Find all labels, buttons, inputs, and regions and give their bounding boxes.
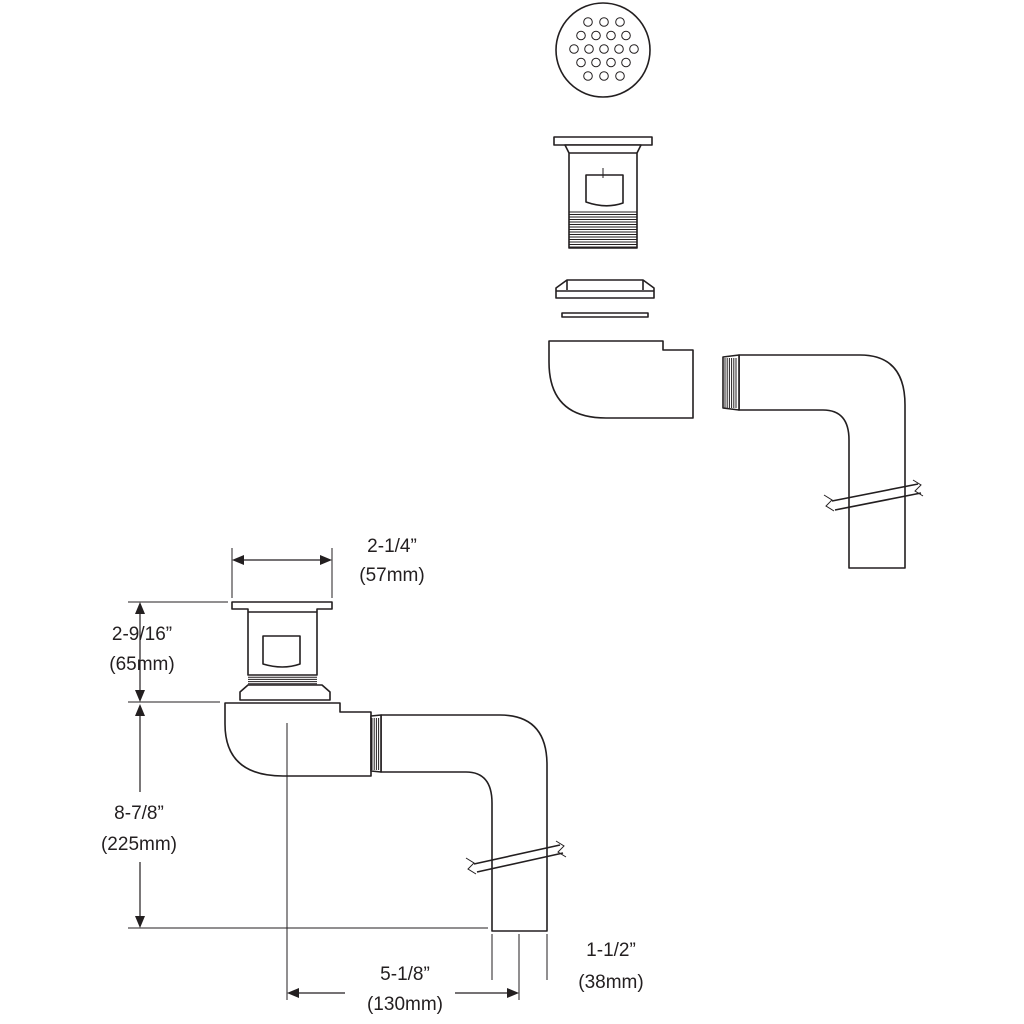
strainer-hole [606,30,616,41]
dimension-horizontal-offset: 5-1/8” (130mm) [287,934,520,1015]
washer [555,279,655,318]
strainer-hole [615,17,625,27]
drain-body [548,340,694,419]
strainer-body [553,136,653,249]
assembled-elbow [370,714,567,932]
strainer-hole [591,57,601,68]
offset-metric: (130mm) [367,994,443,1015]
assembled-threads [248,674,317,685]
strainer-holes [569,17,639,81]
strainer-hole [615,71,625,81]
assembled-elbow-threads [371,718,380,770]
strainer-hole [576,57,586,68]
strainer-hole [583,17,593,27]
overall-height-metric: (225mm) [101,834,177,855]
assembled-view [224,601,567,1000]
elbow-tailpiece [722,354,924,569]
offset-imperial: 5-1/8” [380,964,430,985]
overall-height-imperial: 8-7/8” [114,803,164,824]
grid-width-imperial: 2-1/4” [367,536,417,557]
strainer-hole [599,44,609,54]
strainer-hole [606,57,616,68]
strainer-hole [569,44,579,54]
dimension-tailpiece-diameter: 1-1/2” (38mm) [491,934,644,993]
assembled-body [224,702,372,777]
dimension-grid-width: 2-1/4” (57mm) [231,536,425,598]
strainer-hole [629,44,639,54]
strainer-hole [621,30,631,41]
assembled-strainer [231,601,333,701]
exploded-view [548,2,924,569]
dimension-strainer-height: 2-9/16” (65mm) [109,601,228,703]
tailpiece-metric: (38mm) [578,972,643,993]
strainer-hole [599,17,609,27]
dimension-overall-height: 8-7/8” (225mm) [80,704,488,929]
strainer-hole [621,57,631,68]
strainer-hole [583,71,593,81]
strainer-hole [591,30,601,41]
elbow-threads [724,358,737,408]
strainer-height-imperial: 2-9/16” [112,624,172,645]
strainer-hole [614,44,624,54]
strainer-hole [599,71,609,81]
strainer-threads [569,211,637,248]
strainer-hole [576,30,586,41]
tailpiece-imperial: 1-1/2” [586,940,636,961]
strainer-hole [584,44,594,54]
strainer-height-metric: (65mm) [109,654,174,675]
grid-width-metric: (57mm) [359,565,424,586]
grid-strainer [555,2,651,98]
